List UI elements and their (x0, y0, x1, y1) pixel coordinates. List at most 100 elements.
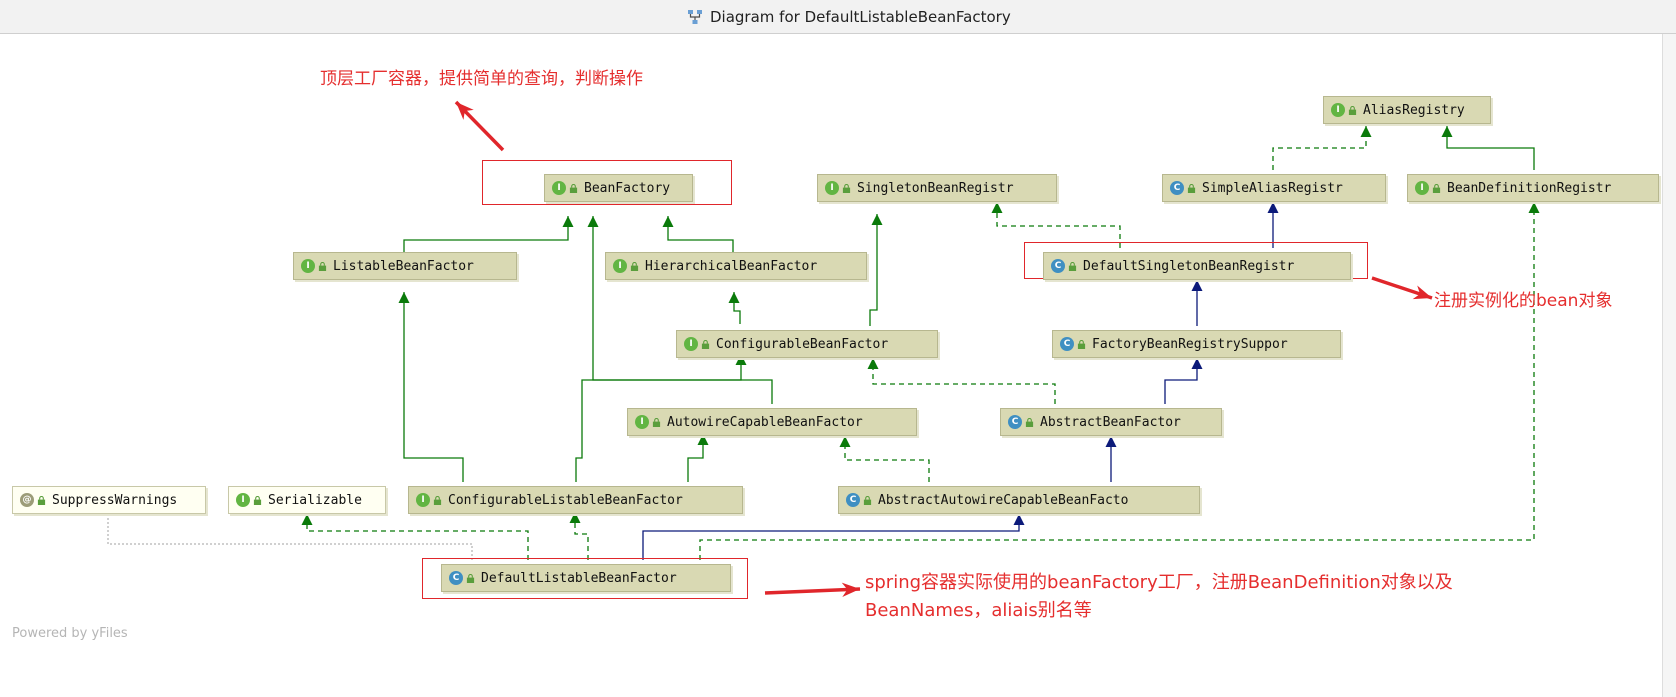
node-abstract-autowire-capable-bean-factory[interactable]: C AbstractAutowireCapableBeanFacto (838, 486, 1200, 514)
window-title-bar: Diagram for DefaultListableBeanFactory (0, 0, 1676, 34)
lock-icon (1077, 339, 1086, 349)
lock-icon (37, 495, 46, 505)
node-factory-bean-registry-support[interactable]: C FactoryBeanRegistrySuppor (1052, 330, 1341, 358)
window-title: Diagram for DefaultListableBeanFactory (686, 8, 1011, 26)
interface-icon: I (825, 181, 839, 195)
diagram-edges (107, 100, 1540, 597)
node-default-singleton-bean-registry[interactable]: C DefaultSingletonBeanRegistr (1043, 252, 1351, 280)
node-label: HierarchicalBeanFactor (645, 258, 818, 274)
node-label: SingletonBeanRegistr (857, 180, 1014, 196)
interface-icon: I (1331, 103, 1345, 117)
class-icon: C (1051, 259, 1065, 273)
node-configurable-bean-factory[interactable]: I ConfigurableBeanFactor (676, 330, 938, 358)
node-label: AbstractAutowireCapableBeanFacto (878, 492, 1129, 508)
edge-abstractautowire-to-autowire (839, 436, 930, 482)
node-bean-definition-registry[interactable]: I BeanDefinitionRegistr (1407, 174, 1659, 202)
node-simple-alias-registry[interactable]: C SimpleAliasRegistr (1162, 174, 1386, 202)
node-hierarchical-bean-factory[interactable]: I HierarchicalBeanFactor (605, 252, 867, 280)
lock-icon (701, 339, 710, 349)
node-serializable[interactable]: I Serializable (228, 486, 386, 514)
lock-icon (253, 495, 262, 505)
node-label: ConfigurableListableBeanFactor (448, 492, 683, 508)
node-bean-factory[interactable]: I BeanFactory (544, 174, 693, 202)
edge-configurablelistable-to-autowire (687, 434, 709, 482)
edge-default-to-configurablelistable (569, 512, 589, 560)
diagram-canvas[interactable]: I AliasRegistry I BeanFactory I Singleto… (0, 34, 1676, 697)
edge-default-to-abstractautowire (642, 514, 1025, 560)
node-listable-bean-factory[interactable]: I ListableBeanFactor (293, 252, 517, 280)
node-alias-registry[interactable]: I AliasRegistry (1323, 96, 1491, 124)
interface-icon: I (684, 337, 698, 351)
vertical-scrollbar[interactable] (1662, 34, 1676, 697)
node-label: ListableBeanFactor (333, 258, 474, 274)
edge-beandefinitionregistry-to-alias (1441, 126, 1535, 170)
powered-by-label: Powered by yFiles (12, 626, 128, 641)
window-title-text: Diagram for DefaultListableBeanFactory (710, 8, 1011, 26)
node-label: DefaultSingletonBeanRegistr (1083, 258, 1295, 274)
interface-icon: I (613, 259, 627, 273)
edge-configurable-to-singleton (869, 214, 883, 326)
node-label: BeanFactory (584, 180, 671, 196)
edge-default-to-serializable (301, 514, 529, 560)
lock-icon (1187, 183, 1196, 193)
node-label: SuppressWarnings (52, 492, 178, 508)
node-singleton-bean-registry[interactable]: I SingletonBeanRegistr (817, 174, 1057, 202)
note-top-level-factory: 顶层工厂容器，提供简单的查询，判断操作 (320, 69, 643, 89)
node-default-listable-bean-factory[interactable]: C DefaultListableBeanFactor (441, 564, 731, 592)
edge-configurablelistable-to-listable (398, 292, 464, 482)
lock-icon (630, 261, 639, 271)
lock-icon (433, 495, 442, 505)
lock-icon (863, 495, 872, 505)
class-icon: C (846, 493, 860, 507)
node-label: AbstractBeanFactor (1040, 414, 1181, 430)
node-label: BeanDefinitionRegistr (1447, 180, 1612, 196)
edge-configurablelistable-to-configurable (575, 354, 747, 482)
highlight-default-listable-factory (422, 558, 748, 599)
edge-defaultsingleton-to-singleton (991, 202, 1121, 248)
lock-icon (1348, 105, 1357, 115)
annotation-arrows (454, 100, 1433, 597)
class-icon: C (1008, 415, 1022, 429)
note-register-singletons: 注册实例化的bean对象 (1434, 291, 1613, 311)
node-abstract-bean-factory[interactable]: C AbstractBeanFactor (1000, 408, 1222, 436)
class-extends-edges (642, 202, 1279, 560)
interface-icon: I (416, 493, 430, 507)
node-label: AutowireCapableBeanFactor (667, 414, 863, 430)
edge-default-to-beandefinitionregistry (699, 202, 1540, 560)
diagram-icon (688, 10, 702, 24)
edge-autowire-to-beanfactory (587, 216, 773, 404)
node-label: FactoryBeanRegistrySuppor (1092, 336, 1288, 352)
interface-icon: I (1415, 181, 1429, 195)
annotation-icon: @ (20, 493, 34, 507)
lock-icon (1068, 261, 1077, 271)
node-configurable-listable-bean-factory[interactable]: I ConfigurableListableBeanFactor (408, 486, 743, 514)
lock-icon (318, 261, 327, 271)
edge-abstractbean-to-factorybean (1164, 358, 1203, 404)
highlight-bean-factory (482, 160, 732, 205)
arrow-to-right-note (1371, 276, 1433, 300)
interface-icon: I (301, 259, 315, 273)
node-label: Serializable (268, 492, 362, 508)
lock-icon (1025, 417, 1034, 427)
implements-edges (301, 126, 1540, 560)
lock-icon (1432, 183, 1441, 193)
lock-icon (652, 417, 661, 427)
arrow-to-bottom-note (764, 582, 861, 597)
interface-icon: I (236, 493, 250, 507)
node-label: ConfigurableBeanFactor (716, 336, 889, 352)
node-autowire-capable-bean-factory[interactable]: I AutowireCapableBeanFactor (627, 408, 917, 436)
extends-edges (398, 126, 1535, 482)
node-label: AliasRegistry (1363, 102, 1465, 118)
lock-icon (569, 183, 578, 193)
edge-default-to-suppresswarnings (107, 514, 473, 560)
arrow-to-top-note (454, 100, 505, 152)
lock-icon (466, 573, 475, 583)
edge-simplealias-to-alias (1272, 126, 1372, 170)
interface-icon: I (635, 415, 649, 429)
lock-icon (842, 183, 851, 193)
interface-icon: I (552, 181, 566, 195)
edge-configurable-to-hierarchical (728, 292, 741, 324)
class-icon: C (449, 571, 463, 585)
edge-abstractbean-to-configurable (867, 358, 1056, 404)
node-suppress-warnings[interactable]: @ SuppressWarnings (12, 486, 206, 514)
